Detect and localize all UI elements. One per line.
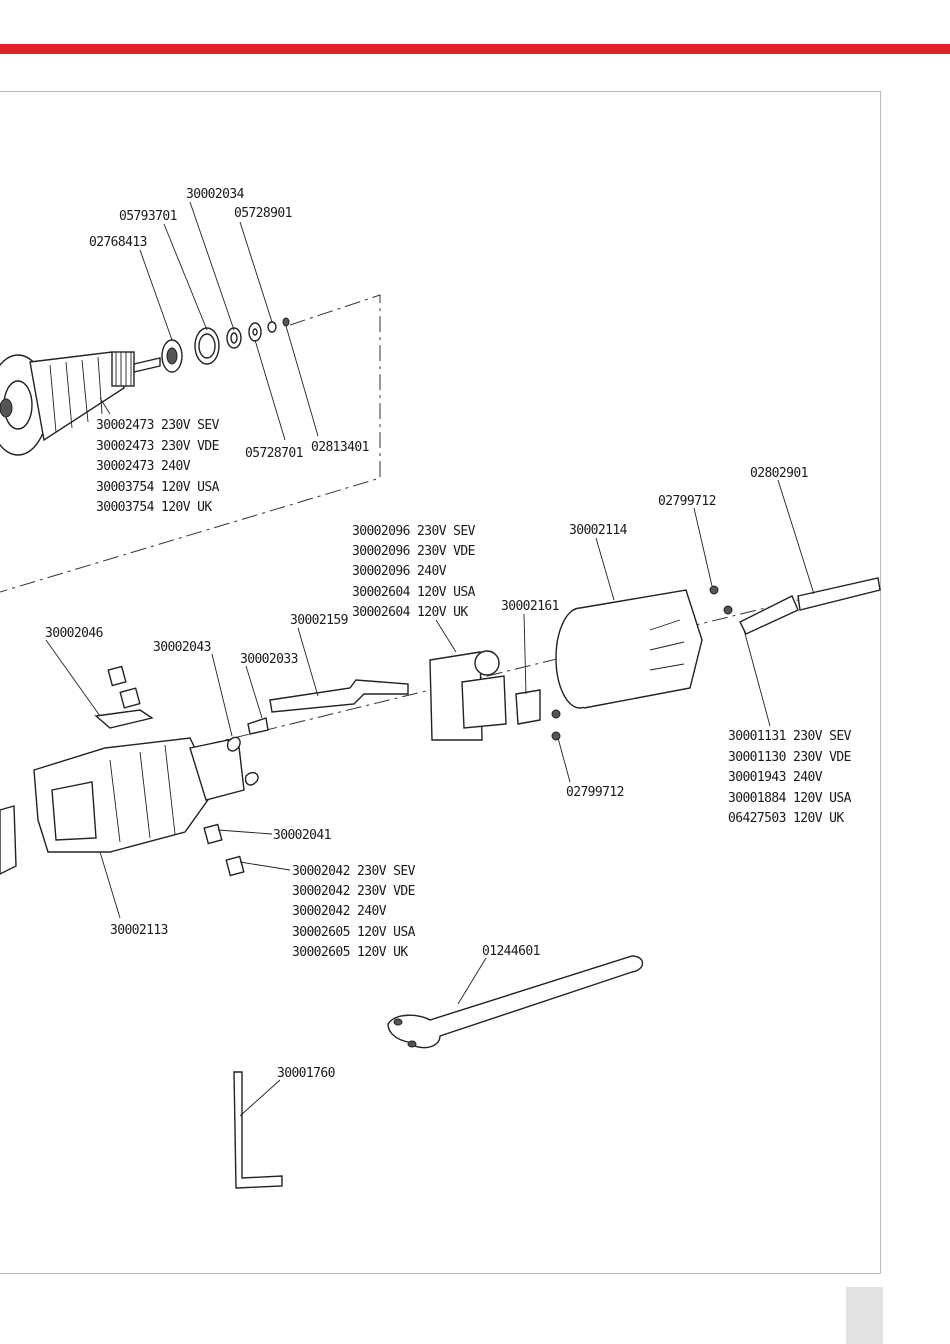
label-30001760: 30001760 [277,1066,335,1081]
label-switch-4: 30002604 120V USA [352,585,476,600]
motor-housing-drawing [0,737,245,875]
label-armature-5: 30003754 120V UK [96,500,212,515]
label-stator-2: 30002042 230V VDE [292,884,415,899]
label-armature-1: 30002473 230V SEV [96,418,220,433]
label-30002159: 30002159 [290,613,348,628]
label-switch-1: 30002096 230V SEV [352,524,476,539]
label-switch-2: 30002096 230V VDE [352,544,475,559]
label-cable-1: 30001131 230V SEV [728,729,852,744]
label-armature-2: 30002473 230V VDE [96,439,219,454]
label-stator-1: 30002042 230V SEV [292,864,416,879]
label-30002041: 30002041 [273,828,331,843]
switch-lever-drawing [94,679,409,735]
leader-lines [45,201,815,1117]
label-stator-4: 30002605 120V USA [292,925,416,940]
label-cable-5: 06427503 120V UK [728,811,844,826]
label-30002033: 30002033 [240,652,298,667]
label-30002046: 30002046 [45,626,103,641]
label-cable-2: 30001130 230V VDE [728,750,851,765]
armature-drawing [0,351,161,456]
label-05728901: 05728901 [234,206,292,221]
label-switch-3: 30002096 240V [352,564,447,579]
label-cable-4: 30001884 120V USA [728,791,852,806]
label-30002043: 30002043 [153,640,211,655]
label-armature-3: 30002473 240V [96,459,191,474]
label-stator-3: 30002042 240V [292,904,387,919]
label-01244601: 01244601 [482,944,540,959]
header-accent-bar [0,44,950,54]
label-02799712-top: 02799712 [658,494,716,509]
power-cable-drawing [709,577,881,635]
label-stator-5: 30002605 120V UK [292,945,408,960]
spanner-drawing [387,955,644,1049]
label-02768413: 02768413 [89,235,147,250]
page-tab [846,1287,883,1344]
label-cable-3: 30001943 240V [728,770,823,785]
label-30002034: 30002034 [186,187,245,202]
label-30002161: 30002161 [501,599,559,614]
label-05793701: 05793701 [119,209,177,224]
rear-cover-drawing [555,589,703,709]
brush-parts-drawing [107,665,259,877]
label-switch-5: 30002604 120V UK [352,605,468,620]
label-armature-4: 30003754 120V USA [96,480,220,495]
hex-key-drawing [233,1071,283,1189]
label-02813401: 02813401 [311,440,369,455]
bearing-stack-drawing [161,317,290,373]
diagram-frame [0,91,881,1274]
label-05728701: 05728701 [245,446,303,461]
label-02802901: 02802901 [750,466,808,481]
label-02799712-bottom: 02799712 [566,785,624,800]
part-labels: 30002034 05793701 05728901 02768413 3000… [45,187,852,1081]
label-30002114: 30002114 [569,523,628,538]
switch-drawing [429,650,561,741]
label-30002113: 30002113 [110,923,168,938]
dash-dot-boundary [0,294,881,746]
